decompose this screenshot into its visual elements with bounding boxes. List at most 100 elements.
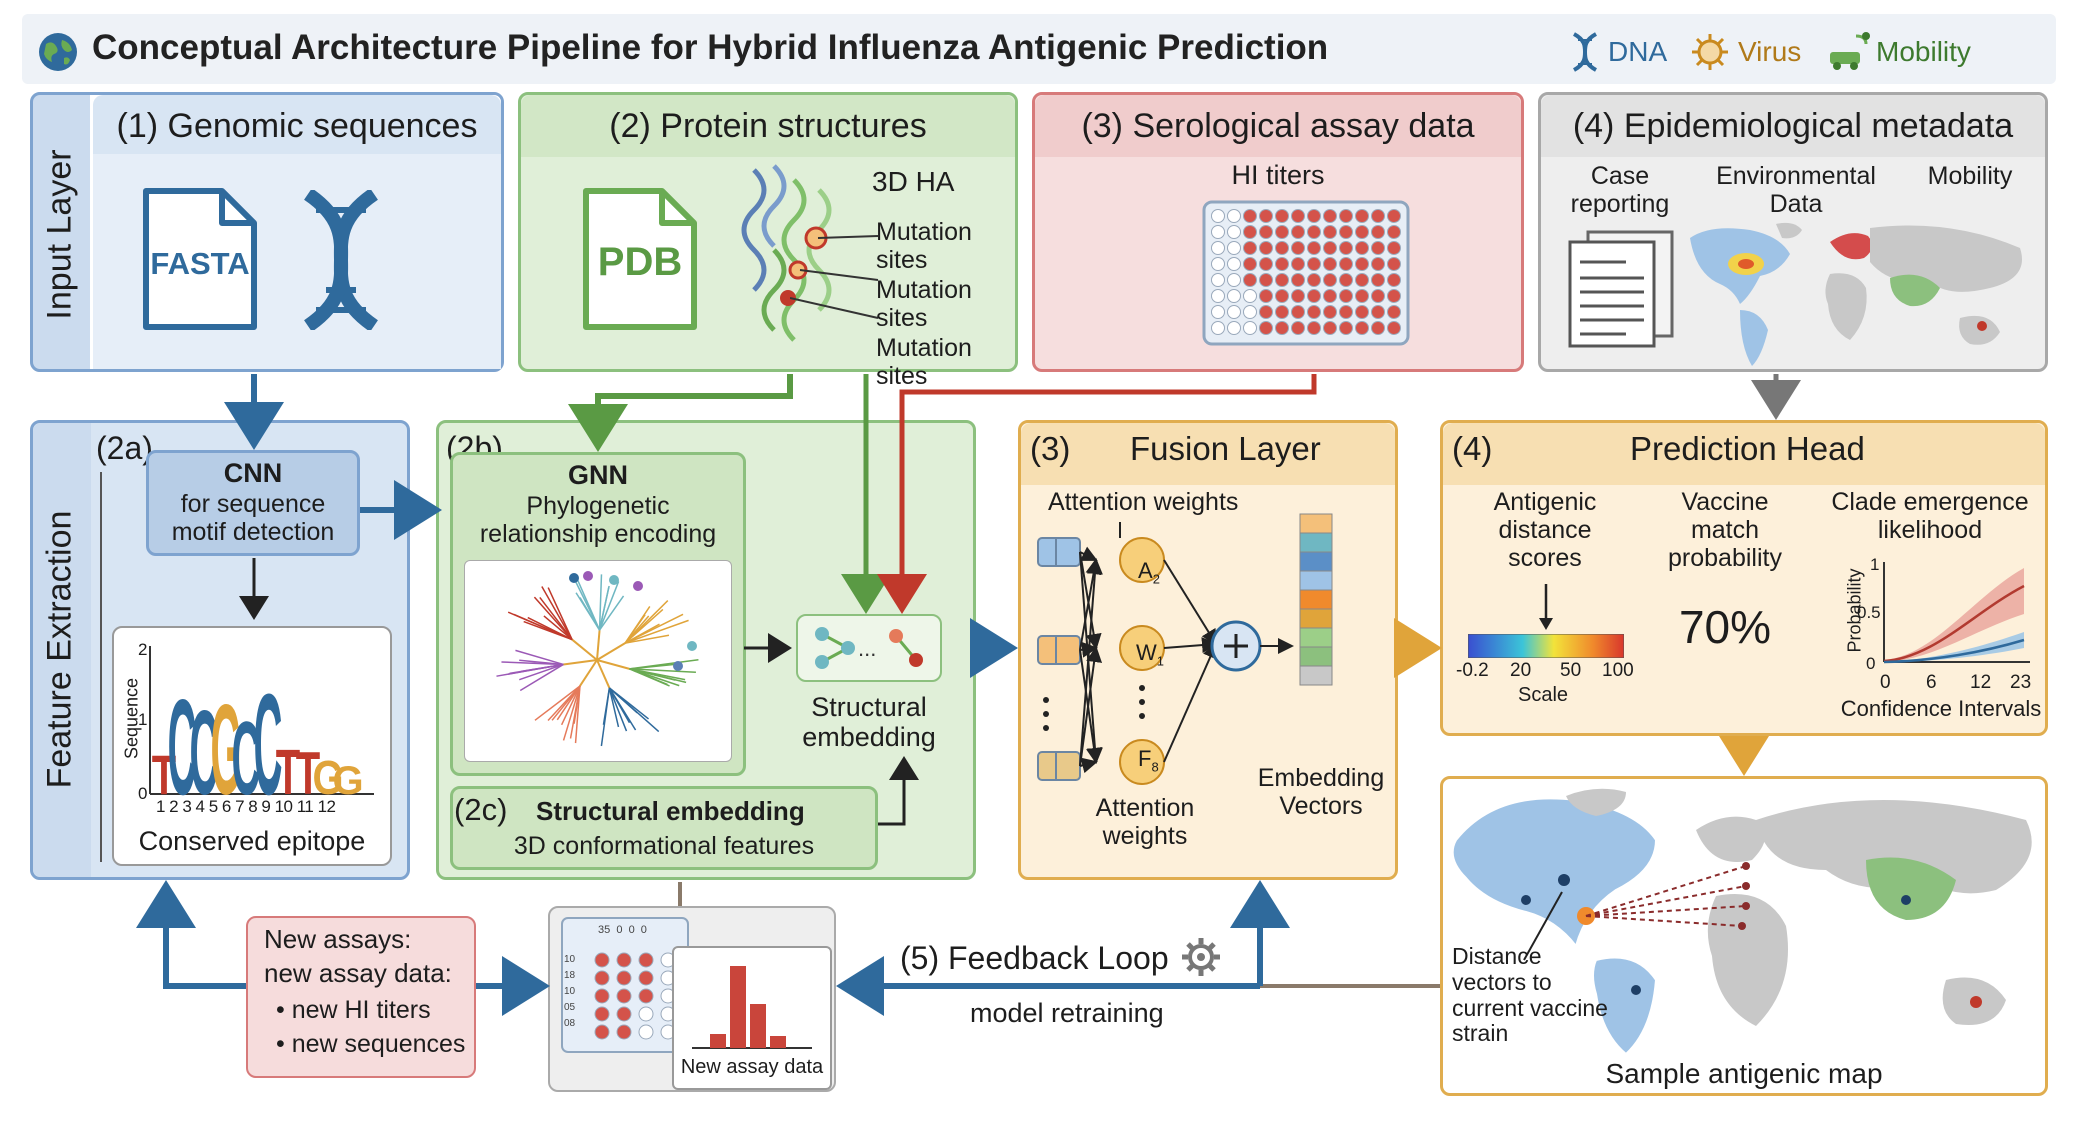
tree-leaf (629, 668, 670, 687)
tree-node (569, 573, 579, 583)
plate-well (1323, 209, 1337, 223)
hi-plate (1202, 200, 1410, 346)
plate-well (1323, 321, 1337, 335)
plate-row-3: 10 (564, 986, 576, 997)
mutation-lines (790, 235, 879, 319)
plate-well (1307, 289, 1321, 303)
attention-bottom-label: Attention weights (1095, 794, 1195, 850)
case-reporting-label: Case reporting (1570, 162, 1670, 218)
plate-well (1355, 225, 1369, 239)
logo-letter: G (332, 759, 363, 803)
tree-leaf (598, 585, 610, 631)
plate-well (1387, 289, 1401, 303)
vaccine-percent: 70% (1678, 601, 1772, 653)
plate-well (1291, 209, 1305, 223)
tree-leaf (519, 663, 564, 692)
plate-well (1243, 225, 1257, 239)
plate-well (1243, 289, 1257, 303)
model-retraining-label: model retraining (970, 998, 1164, 1028)
tree-node (673, 661, 683, 671)
fasta-label: FASTA (150, 246, 250, 281)
cnn-box (146, 450, 360, 556)
plate-well (1259, 225, 1273, 239)
logo-ytick-0: 0 (138, 784, 148, 803)
plate-well (1307, 225, 1321, 239)
gear-icon (1182, 938, 1220, 976)
plate-well (1355, 305, 1369, 319)
small-plate-well (594, 1024, 610, 1040)
clade-label: Clade emergence likelihood (1831, 488, 2029, 544)
plate-well (1355, 209, 1369, 223)
tree-leaf (602, 687, 611, 725)
feature-strip (33, 423, 91, 877)
feedback-loop-label: (5) Feedback Loop (900, 940, 1169, 976)
plate-well (1243, 209, 1257, 223)
scale-label: Scale (1518, 684, 1569, 706)
svg-text:...: ... (858, 636, 876, 661)
input-vector (1037, 635, 1081, 665)
plate-well (1243, 273, 1257, 287)
input-vector (1037, 537, 1081, 567)
tree-leaf (598, 595, 625, 631)
plate-well (1291, 305, 1305, 319)
mutation-label-3: Mutation sites (876, 334, 972, 390)
prob-xtick-12: 12 (1970, 672, 1992, 693)
plate-well (1323, 257, 1337, 271)
tree-branch (563, 659, 598, 666)
plate-well (1323, 273, 1337, 287)
plate-well (1227, 321, 1241, 335)
plate-well (1275, 321, 1289, 335)
plate-well (1387, 321, 1401, 335)
prob-xtick-0: 0 (1880, 672, 1891, 693)
plate-well (1291, 289, 1305, 303)
tree-leaf (515, 649, 564, 666)
tree-leaf (543, 615, 573, 641)
tree-leaf (533, 596, 573, 641)
fusion-edge (1079, 641, 1098, 658)
pdb-label: PDB (597, 240, 683, 284)
fusion-tag: (3) (1030, 430, 1071, 467)
mutation-label-1: Mutation sites (876, 218, 972, 274)
tree-leaf (519, 663, 564, 681)
plate-well (1291, 273, 1305, 287)
to-sum-edge (1163, 559, 1218, 646)
small-plate-well (594, 988, 610, 1004)
plate-well (1291, 257, 1305, 271)
tree-node (687, 641, 697, 651)
map-caption: Sample antigenic map (1605, 1058, 1883, 1089)
tree-leaf (608, 687, 620, 728)
scale-tick-3: 100 (1602, 660, 1634, 681)
tag-2c: (2c) (454, 792, 508, 827)
embedding-segment (1299, 627, 1333, 648)
plate-well (1307, 209, 1321, 223)
small-plate-well (616, 952, 632, 968)
plate-well (1259, 257, 1273, 271)
globe-icon (39, 33, 77, 71)
plate-well (1259, 241, 1273, 255)
tree-branch (596, 659, 611, 689)
logo-letter: T (296, 740, 320, 807)
structural-embedding-label: Structural embedding (802, 692, 936, 753)
plate-well (1259, 321, 1273, 335)
fusion-edge (1079, 757, 1098, 774)
phylogenetic-tree (496, 571, 699, 747)
plate-well (1371, 289, 1385, 303)
plate-well (1339, 321, 1353, 335)
genomic-title: (1) Genomic sequences (93, 95, 501, 157)
cnn-sub: for sequence motif detection (171, 490, 335, 546)
plate-well (1339, 289, 1353, 303)
plate-well (1307, 257, 1321, 271)
embedding-vectors-label: Embedding Vectors (1257, 764, 1385, 820)
plate-well (1243, 241, 1257, 255)
bracket-line (100, 472, 102, 862)
ellipsis-dot (1043, 697, 1049, 703)
plate-well (1259, 305, 1273, 319)
case-report-icon (1568, 230, 1674, 348)
logo-letter: T (276, 738, 301, 809)
logo-letter: G (210, 679, 241, 822)
plate-well (1339, 257, 1353, 271)
plate-well (1323, 225, 1337, 239)
tree-leaf (624, 606, 651, 644)
plate-well (1355, 289, 1369, 303)
